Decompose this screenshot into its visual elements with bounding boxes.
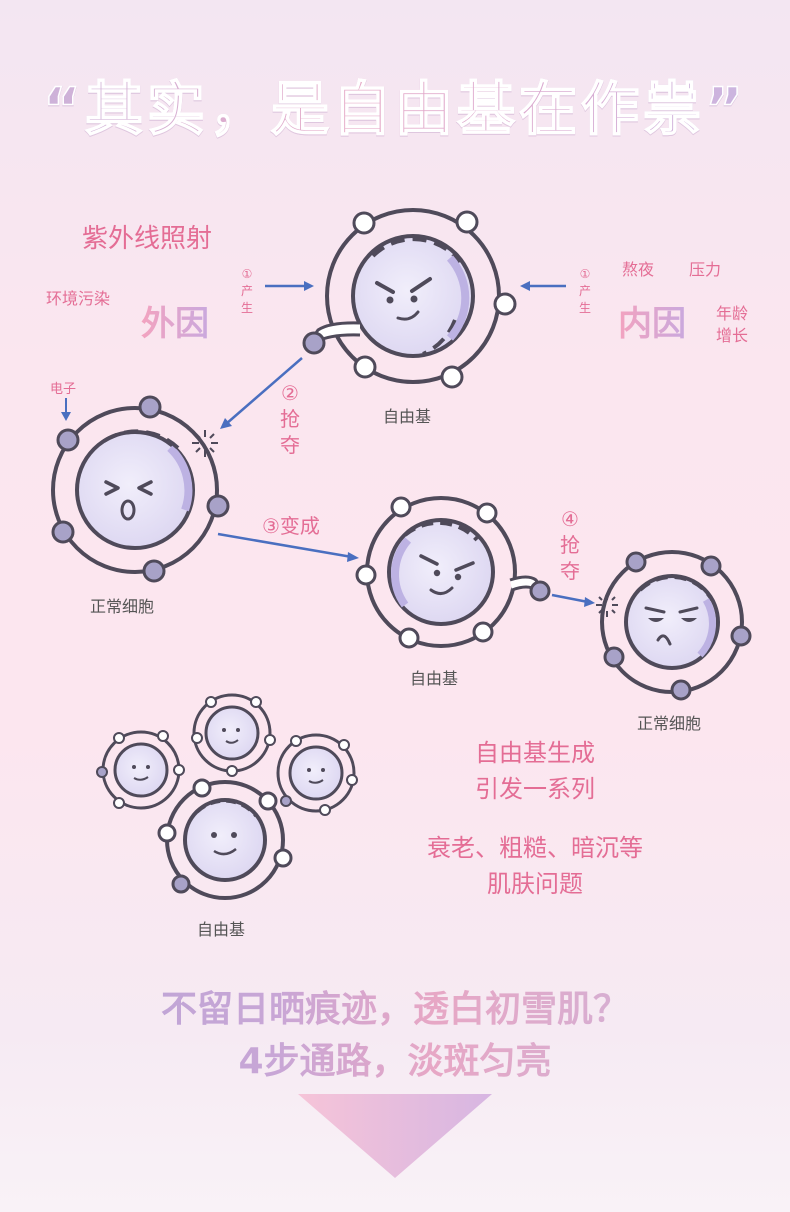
free-radical-mid-label: 自由基	[410, 669, 459, 688]
external-cause: 外因	[141, 296, 209, 345]
free-radical-cluster	[96, 693, 358, 900]
pollution-factor: 环境污染	[46, 289, 111, 308]
normal-cell-right	[596, 550, 752, 701]
normal-cell-left-label: 正常细胞	[90, 597, 155, 616]
produce-label-left: ① 产 生	[240, 267, 253, 315]
summary-text: 自由基生成 引发一系列 衰老、粗糙、暗沉等 肌肤问题	[427, 739, 643, 898]
step2-label: ② 抢 夺	[280, 381, 300, 457]
step4-arrow	[551, 593, 595, 607]
internal-cause: 内因	[618, 296, 686, 345]
down-arrow-triangle	[298, 1094, 492, 1178]
step3-label: ③变成	[262, 514, 320, 538]
bottom-headline-1: 不留日晒痕迹，透白初雪肌？	[0, 980, 790, 1032]
produce-arrows	[265, 281, 566, 291]
step3-arrow	[217, 532, 359, 562]
free-radical-top-label: 自由基	[383, 407, 432, 426]
step4-label: ④ 抢 夺	[560, 507, 580, 583]
uv-factor: 紫外线照射	[82, 224, 213, 254]
step2-arrow	[220, 357, 303, 429]
normal-cell-right-label: 正常细胞	[637, 714, 702, 733]
free-radical-top	[302, 208, 517, 389]
aging-factor: 年龄 增长	[716, 304, 749, 345]
bottom-headline-2: 4步通路，淡斑匀亮	[0, 1032, 790, 1084]
electron-arrow	[61, 398, 71, 421]
produce-label-right: ① 产 生	[578, 267, 591, 315]
page-title: “其实，是自由基在作祟”	[0, 62, 790, 146]
pressure-factor: 压力	[689, 260, 722, 279]
free-radical-cluster-label: 自由基	[197, 920, 246, 939]
late-night-factor: 熬夜	[622, 260, 655, 279]
electron-label: 电子	[50, 382, 77, 397]
free-radical-mid	[355, 496, 551, 649]
normal-cell-left	[51, 395, 230, 583]
